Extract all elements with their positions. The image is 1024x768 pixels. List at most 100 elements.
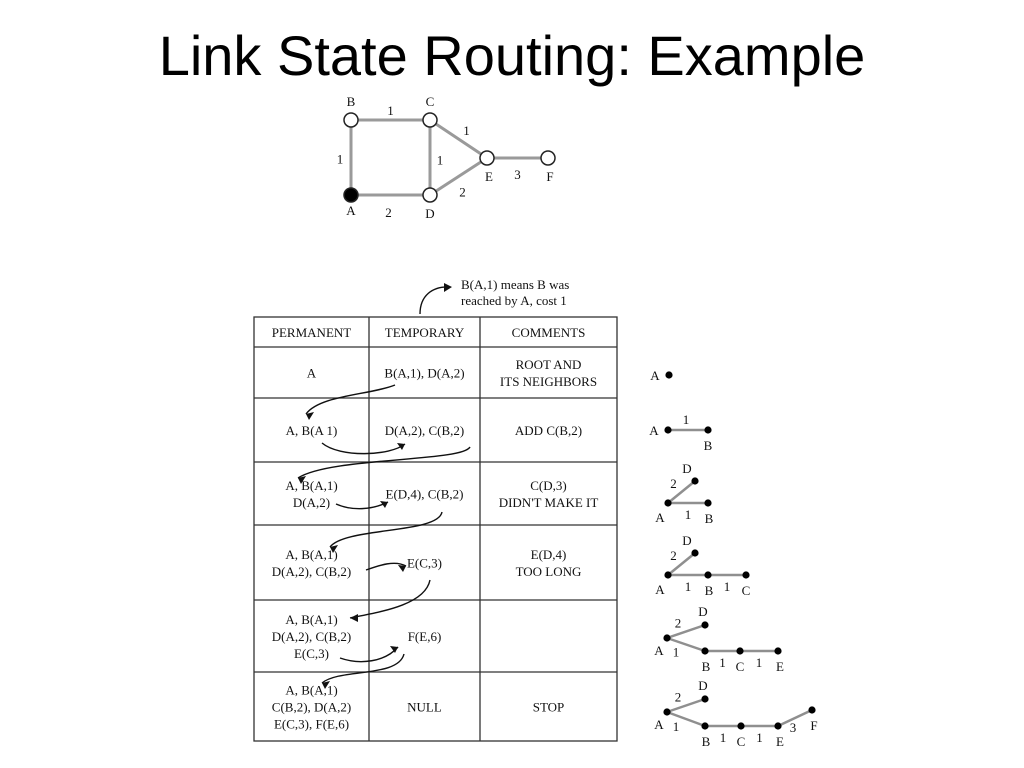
tree-edge-cost-CE: 1 <box>756 655 763 670</box>
flow-arrowhead-6 <box>398 565 406 572</box>
table-cell-permanent-row3: D(A,2) <box>293 495 330 510</box>
tree-edge-AD <box>667 480 696 504</box>
graph-edge-cost-AB: 1 <box>337 152 344 167</box>
flow-arrowhead-3 <box>298 476 306 484</box>
graph-node-label-D: D <box>425 206 434 221</box>
tree-edge-cost-BC: 1 <box>719 655 726 670</box>
table-cell-comments-row6: STOP <box>533 700 565 715</box>
tree-edge-cost-AD: 2 <box>670 548 677 563</box>
tree-edge-cost-AD: 2 <box>675 616 682 631</box>
table-cell-comments-row4: E(D,4) <box>531 547 567 562</box>
tree-edge-cost-AD: 2 <box>670 476 677 491</box>
annotation-arrowhead <box>444 283 452 292</box>
tree-edge-cost-AB: 1 <box>683 412 690 427</box>
table-cell-permanent-row6: A, B(A,1) <box>285 683 337 698</box>
tree-node-A <box>664 571 672 579</box>
graph-edge-cost-CD: 1 <box>437 153 444 168</box>
table-cell-permanent-row5: E(C,3) <box>294 646 329 661</box>
tree-node-B <box>701 647 709 655</box>
table-cell-permanent-row4: D(A,2), C(B,2) <box>272 564 351 579</box>
tree-node-D <box>691 549 699 557</box>
flow-arrow-2 <box>321 442 406 455</box>
tree-node-B <box>701 722 709 730</box>
graph-node-label-C: C <box>426 94 435 109</box>
tree-edge-AB <box>666 636 706 653</box>
flow-arrow-6 <box>365 562 407 571</box>
tree-edge-cost-AB: 1 <box>685 507 692 522</box>
tree-node-E <box>774 647 782 655</box>
tree-node-label-D: D <box>682 533 691 548</box>
graph-node-C <box>422 112 438 128</box>
table-cell-comments-row1: ROOT AND <box>516 357 582 372</box>
tree-node-A <box>664 499 672 507</box>
tree-node-label-C: C <box>736 659 745 674</box>
tree-node-label-F: F <box>810 718 817 733</box>
table-header-comments: COMMENTS <box>512 325 586 340</box>
tree-node-label-E: E <box>776 659 784 674</box>
graph-node-label-E: E <box>485 169 493 184</box>
tree-edge-cost-AB: 1 <box>685 579 692 594</box>
tree-edge-cost-EF: 3 <box>790 720 797 735</box>
graph-edge-cost-CE: 1 <box>463 123 470 138</box>
flow-arrow-7 <box>349 579 431 619</box>
annotation-text: B(A,1) means B was <box>461 277 569 292</box>
table-cell-comments-row4: TOO LONG <box>516 564 582 579</box>
table-cell-permanent-row5: D(A,2), C(B,2) <box>272 629 351 644</box>
tree-node-D <box>691 477 699 485</box>
graph-node-A <box>343 187 359 203</box>
tree-node-A <box>665 371 673 379</box>
tree-edge-cost-AB: 1 <box>673 645 680 660</box>
table-cell-permanent-row3: A, B(A,1) <box>285 478 337 493</box>
flow-arrowhead-9 <box>322 681 330 689</box>
tree-node-label-D: D <box>698 604 707 619</box>
tree-step-1: A <box>650 368 673 383</box>
tree-node-A <box>663 708 671 716</box>
tree-edge-cost-BC: 1 <box>724 579 731 594</box>
annotation-text: reached by A, cost 1 <box>461 293 567 308</box>
graph-edge-cost-BC: 1 <box>387 103 394 118</box>
tree-node-C <box>736 647 744 655</box>
table-cell-comments-row3: C(D,3) <box>530 478 566 493</box>
tree-edge-AB <box>666 710 706 728</box>
tree-node-D <box>701 621 709 629</box>
table-cell-permanent-row6: C(B,2), D(A,2) <box>272 700 351 715</box>
tree-node-A <box>664 426 672 434</box>
table-cell-temporary-row5: F(E,6) <box>408 629 442 644</box>
table-cell-temporary-row3: E(D,4), C(B,2) <box>386 487 464 502</box>
graph-edge-DE <box>429 156 488 197</box>
tree-edge-cost-AD: 2 <box>675 690 682 705</box>
tree-edge-AD <box>666 697 706 714</box>
graph-node-B <box>343 112 359 128</box>
tree-node-B <box>704 426 712 434</box>
tree-step-2: 1AB <box>649 412 712 453</box>
graph-edge-CE <box>429 118 488 160</box>
tree-node-label-C: C <box>742 583 751 598</box>
table-border <box>253 316 618 742</box>
table-cell-permanent-row6: E(C,3), F(E,6) <box>274 717 349 732</box>
tree-node-B <box>704 571 712 579</box>
tree-node-label-E: E <box>776 734 784 749</box>
tree-node-label-A: A <box>649 423 659 438</box>
flow-arrowhead-8 <box>390 646 398 653</box>
tree-node-label-B: B <box>702 734 711 749</box>
slide-title: Link State Routing: Example <box>158 24 866 87</box>
tree-node-label-D: D <box>682 461 691 476</box>
tree-edge-cost-AB: 1 <box>673 719 680 734</box>
flow-arrowhead-1 <box>306 412 314 420</box>
tree-edge-AD <box>667 552 696 576</box>
table-cell-temporary-row4: E(C,3) <box>407 556 442 571</box>
tree-node-B <box>704 499 712 507</box>
table-header-permanent: PERMANENT <box>272 325 352 340</box>
table-header-temporary: TEMPORARY <box>385 325 465 340</box>
graph-node-D <box>422 187 438 203</box>
tree-node-C <box>737 722 745 730</box>
table-cell-temporary-row1: B(A,1), D(A,2) <box>384 366 464 381</box>
tree-node-label-A: A <box>655 510 665 525</box>
flow-arrow-1 <box>305 384 396 415</box>
